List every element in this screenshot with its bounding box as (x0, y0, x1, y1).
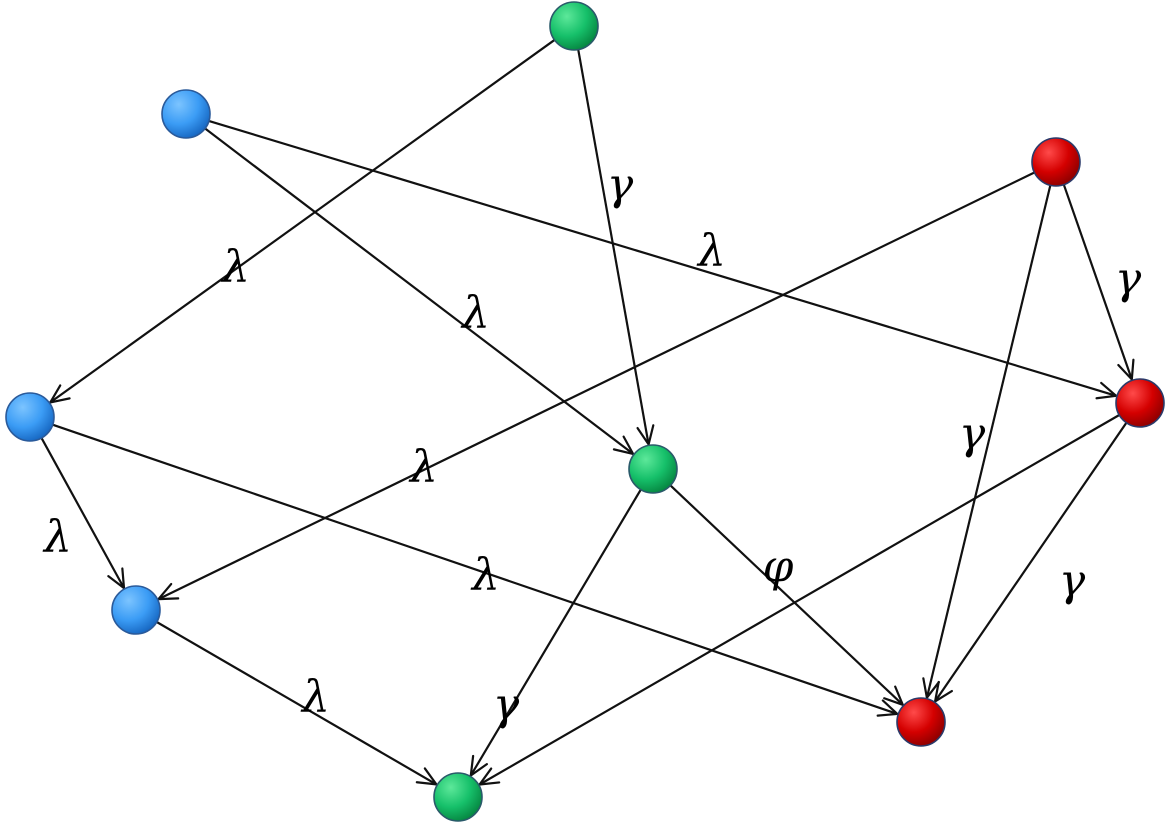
edge-label-g-mid-to-g-low: γ (493, 680, 520, 731)
edge-b-top-to-r-mid (206, 119, 1118, 400)
edge-g-mid-to-g-low (469, 487, 643, 777)
edge-label-r-top-to-b-low: λ (408, 442, 438, 493)
edge-r-top-to-r-mid (1062, 182, 1135, 381)
edge-b-mid-to-r-low (50, 423, 899, 717)
edge-label-g-top-to-g-mid: γ (607, 160, 634, 211)
edge-r-top-to-b-low (157, 170, 1037, 601)
node-g-mid (628, 444, 678, 494)
edge-label-b-low-to-g-low: λ (300, 672, 330, 723)
edge-b-mid-to-b-low (39, 435, 126, 590)
node-g-low (433, 772, 483, 822)
edge-r-top-to-r-low (922, 183, 1052, 699)
node-b-top (161, 89, 211, 139)
edge-label-b-mid-to-r-low: λ (470, 550, 500, 601)
edge-label-b-top-to-g-mid: λ (460, 288, 490, 339)
edge-label-b-top-to-r-mid: λ (696, 226, 726, 277)
edge-labels-layer: λ γ λ λ γ γ λ λ λ γ φ γ λ (42, 160, 1142, 731)
node-b-low (111, 585, 161, 635)
edge-g-mid-to-r-low (668, 483, 904, 706)
edge-b-low-to-g-low (154, 620, 438, 786)
node-r-mid (1115, 378, 1165, 428)
edge-label-r-top-to-r-mid: γ (1115, 254, 1142, 305)
node-g-top (549, 1, 599, 51)
edge-r-mid-to-r-low (933, 420, 1129, 703)
edge-label-g-top-to-b-mid: λ (220, 242, 250, 293)
edge-label-r-top-to-r-low: γ (959, 409, 986, 460)
edge-r-mid-to-g-low (478, 413, 1122, 786)
edge-b-top-to-g-mid (202, 126, 635, 455)
edge-label-b-mid-to-b-low: λ (42, 512, 72, 563)
node-r-low (896, 697, 946, 747)
edge-g-top-to-b-mid (49, 37, 557, 404)
edge-g-top-to-g-mid (576, 47, 655, 446)
edge-label-g-mid-to-r-low: φ (763, 542, 794, 593)
edges-layer (39, 37, 1135, 786)
edge-label-r-mid-to-r-low: γ (1059, 556, 1086, 607)
node-b-mid (5, 392, 55, 442)
nodes-layer (5, 1, 1165, 822)
node-r-top (1031, 137, 1081, 187)
